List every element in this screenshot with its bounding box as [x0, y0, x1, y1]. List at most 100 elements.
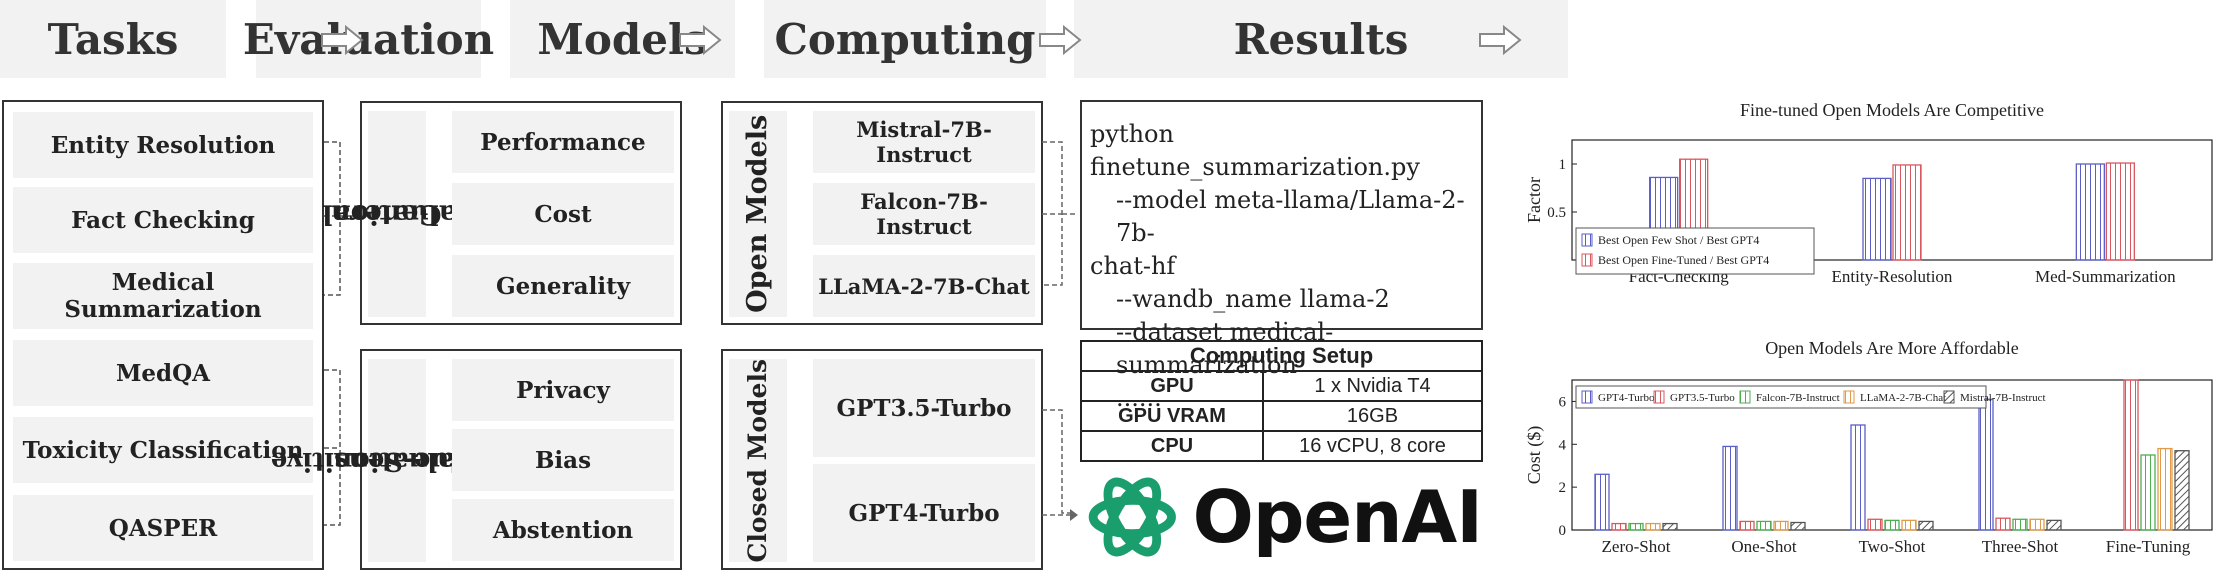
openai-wordmark: OpenAI	[1192, 475, 1483, 559]
model-gpt4: GPT4-Turbo	[813, 464, 1035, 562]
bar	[1645, 522, 1661, 531]
eval-cost: Cost	[452, 183, 674, 245]
x-tick-label: Fine-Tuning	[2106, 537, 2191, 556]
bar	[1611, 522, 1627, 531]
legend-swatch	[1581, 233, 1593, 247]
setup-key: GPU	[1080, 370, 1264, 402]
bar	[2046, 519, 2062, 531]
bar	[1739, 520, 1755, 531]
task-fact-checking: Fact Checking	[13, 187, 313, 253]
x-tick-label: Entity-Resolution	[1832, 267, 1953, 286]
x-tick-label: Med-Summarization	[2035, 267, 2176, 286]
open-models-label: Open Models	[729, 111, 787, 317]
x-tick-label: Two-Shot	[1859, 537, 1926, 556]
bar	[1790, 521, 1806, 531]
bar	[2029, 518, 2045, 531]
model-mistral: Mistral-7B-Instruct	[813, 111, 1035, 173]
legend-label: Mistral-7B-Instruct	[1960, 392, 2046, 404]
task-qasper: QASPER	[13, 495, 313, 561]
bar	[1867, 518, 1883, 531]
y-tick-label: 4	[1559, 437, 1567, 453]
y-tick-label: 0.5	[1547, 205, 1566, 221]
setup-key: GPU VRAM	[1080, 400, 1264, 432]
open-models-panel: Open Models Mistral-7B-Instruct Falcon-7…	[721, 101, 1043, 325]
eval-bias: Bias	[452, 429, 674, 491]
legend-swatch	[1581, 390, 1593, 404]
eval-performance: Performance	[452, 111, 674, 173]
bar	[2012, 518, 2028, 531]
header-tasks: Tasks	[0, 0, 226, 78]
setup-value: 1 x Nvidia T4	[1262, 370, 1483, 402]
flow-arrow-icon	[679, 24, 722, 56]
task-medqa: MedQA	[13, 340, 313, 406]
setup-value: 16 vCPU, 8 core	[1262, 430, 1483, 462]
bar	[1918, 520, 1934, 531]
plot-frame	[1571, 139, 2213, 261]
flow-arrow-icon	[321, 24, 364, 56]
flow-arrow-icon	[1479, 24, 1522, 56]
task-toxicity-classification: Toxicity Classification	[13, 417, 313, 483]
bar	[2075, 163, 2105, 261]
bar	[1594, 473, 1610, 531]
legend-label: GPT4-Turbo	[1598, 392, 1655, 404]
x-tick-label: One-Shot	[1731, 537, 1796, 556]
y-tick-label: 6	[1559, 394, 1567, 410]
bar	[1892, 164, 1922, 261]
bar	[1978, 398, 1994, 531]
eval-privacy: Privacy	[452, 359, 674, 421]
bar	[1756, 520, 1772, 531]
task-entity-resolution: Entity Resolution	[13, 112, 313, 178]
model-llama: LLaMA-2-7B-Chat	[813, 255, 1035, 317]
code-line: --wandb_name llama-2	[1116, 285, 1390, 313]
model-falcon: Falcon-7B-Instruct	[813, 183, 1035, 245]
bar	[1722, 445, 1738, 531]
header-evaluation: Evaluation	[243, 0, 494, 78]
bar	[2105, 162, 2135, 261]
eval-generality: Generality	[452, 255, 674, 317]
legend-swatch	[1581, 253, 1593, 267]
model-compute-connectors	[1042, 141, 1078, 521]
legend-swatch	[1943, 390, 1955, 404]
y-tick-label: 0	[1559, 523, 1567, 539]
legend-label: Best Open Fine-Tuned / Best GPT4	[1598, 253, 1769, 267]
task-medical-summarization: Medical Summarization	[13, 263, 313, 329]
setup-key: CPU	[1080, 430, 1264, 462]
bar	[1662, 522, 1678, 531]
closed-models-panel: Closed Models GPT3.5-Turbo GPT4-Turbo	[721, 349, 1043, 570]
x-tick-label: Zero-Shot	[1602, 537, 1671, 556]
legend-swatch	[1843, 390, 1855, 404]
chart-title: Fine-tuned Open Models Are Competitive	[1740, 100, 2044, 120]
eval-abstention: Abstention	[452, 499, 674, 561]
setup-title: Computing Setup	[1080, 340, 1483, 372]
chart-title: Open Models Are More Affordable	[1765, 338, 2019, 358]
code-snippet-box: python finetune_summarization.py --model…	[1080, 100, 1483, 412]
y-tick-label: 1	[1559, 157, 1567, 173]
legend-label: Falcon-7B-Instruct	[1756, 392, 1840, 404]
header-computing: Computing	[764, 0, 1046, 78]
y-tick-label: 2	[1559, 480, 1567, 496]
bar	[1862, 177, 1892, 261]
code-line: python finetune_summarization.py	[1090, 120, 1420, 181]
legend-swatch	[1739, 390, 1751, 404]
x-tick-label: Three-Shot	[1982, 537, 2059, 556]
legend-label: Best Open Few Shot / Best GPT4	[1598, 233, 1759, 247]
tasks-panel: Entity Resolution Fact Checking Medical …	[2, 100, 324, 570]
closed-models-label: Closed Models	[729, 359, 787, 562]
bar	[1628, 522, 1644, 531]
code-line: --model meta-llama/Llama-2-7b-	[1116, 186, 1465, 247]
bar	[2140, 454, 2156, 531]
code-line: chat-hf	[1090, 252, 1176, 280]
legend-label: LLaMA-2-7B-Chat	[1860, 392, 1946, 404]
legend-box	[1575, 385, 1987, 409]
legend-label: GPT3.5-Turbo	[1670, 392, 1735, 404]
bar	[1773, 520, 1789, 531]
bar	[1901, 519, 1917, 531]
